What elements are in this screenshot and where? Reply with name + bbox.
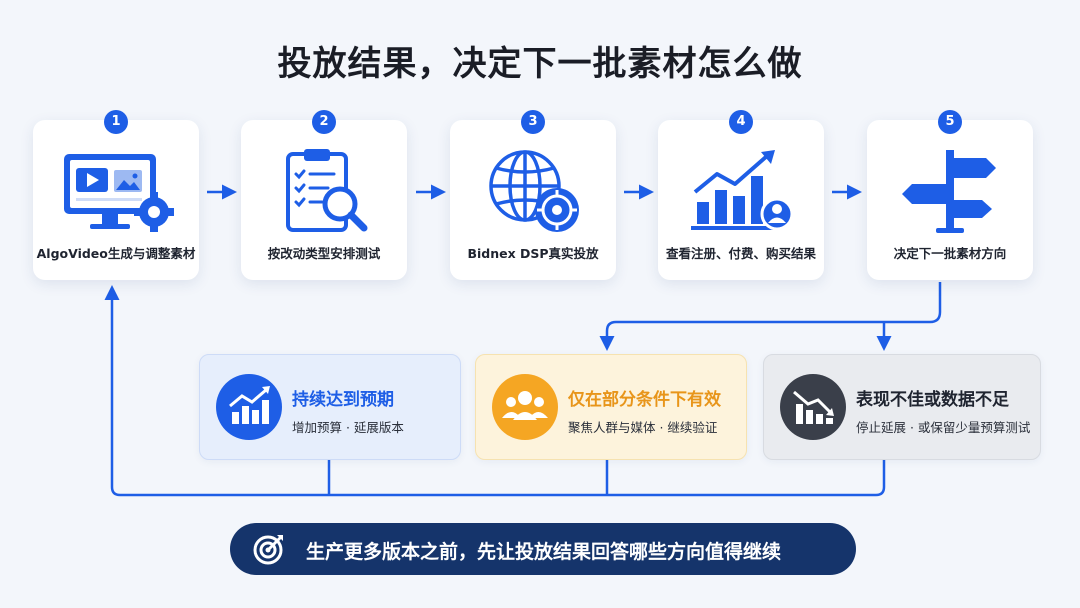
step-card-1: 1 AlgoVideo生成与调整素材 — [33, 110, 199, 280]
bar-chart-user-icon — [691, 150, 794, 231]
step-label: 按改动类型安排测试 — [267, 246, 381, 261]
outcome-icon-circle — [780, 374, 846, 440]
outcome-card-conditional: 仅在部分条件下有效 聚焦人群与媒体 · 继续验证 — [475, 354, 747, 460]
banner-text: 生产更多版本之前，先让投放结果回答哪些方向值得继续 — [306, 541, 782, 563]
outcome-title: 表现不佳或数据不足 — [856, 390, 1009, 410]
step-number-badge: 3 — [521, 110, 545, 134]
step-number-badge: 1 — [104, 110, 128, 134]
target-icon — [253, 535, 283, 565]
outcome-subtitle: 聚焦人群与媒体 · 继续验证 — [568, 420, 718, 435]
outcome-card-negative: 表现不佳或数据不足 停止延展 · 或保留少量预算测试 — [763, 354, 1041, 460]
step-card-4: 4 查看注册、付费、购买结果 — [658, 110, 824, 280]
monitor-gear-icon — [64, 154, 174, 232]
signpost-icon — [902, 150, 996, 233]
step-card-3: 3 Bidnex DSP真实投放 — [450, 110, 616, 280]
branch-split — [599, 282, 942, 351]
outcome-title: 持续达到预期 — [292, 390, 394, 410]
step-card-5: 5 决定下一批素材方向 — [867, 110, 1033, 280]
outcome-icon-circle — [216, 374, 282, 440]
outcome-icon-circle — [492, 374, 558, 440]
outcome-title: 仅在部分条件下有效 — [568, 390, 721, 410]
outcome-subtitle: 增加预算 · 延展版本 — [292, 420, 404, 435]
outcome-subtitle: 停止延展 · 或保留少量预算测试 — [856, 420, 1031, 435]
trend-down-icon — [793, 390, 834, 424]
people-group-icon — [502, 391, 548, 420]
summary-banner: 生产更多版本之前，先让投放结果回答哪些方向值得继续 — [230, 523, 856, 575]
step-label: 决定下一批素材方向 — [893, 246, 1007, 261]
trend-up-icon — [229, 386, 270, 424]
step-card-2: 2 按改动类型安排测试 — [241, 110, 407, 280]
globe-target-icon — [489, 150, 579, 232]
step-number-badge: 4 — [729, 110, 753, 134]
clipboard-search-icon — [286, 149, 368, 232]
step-label: AlgoVideo生成与调整素材 — [36, 246, 196, 261]
step-label: 查看注册、付费、购买结果 — [665, 246, 816, 261]
step-label: Bidnex DSP真实投放 — [467, 246, 599, 261]
step-number-badge: 2 — [312, 110, 336, 134]
page-title: 投放结果，决定下一批素材怎么做 — [277, 44, 803, 84]
step-number-badge: 5 — [938, 110, 962, 134]
outcome-card-positive: 持续达到预期 增加预算 · 延展版本 — [199, 354, 461, 460]
